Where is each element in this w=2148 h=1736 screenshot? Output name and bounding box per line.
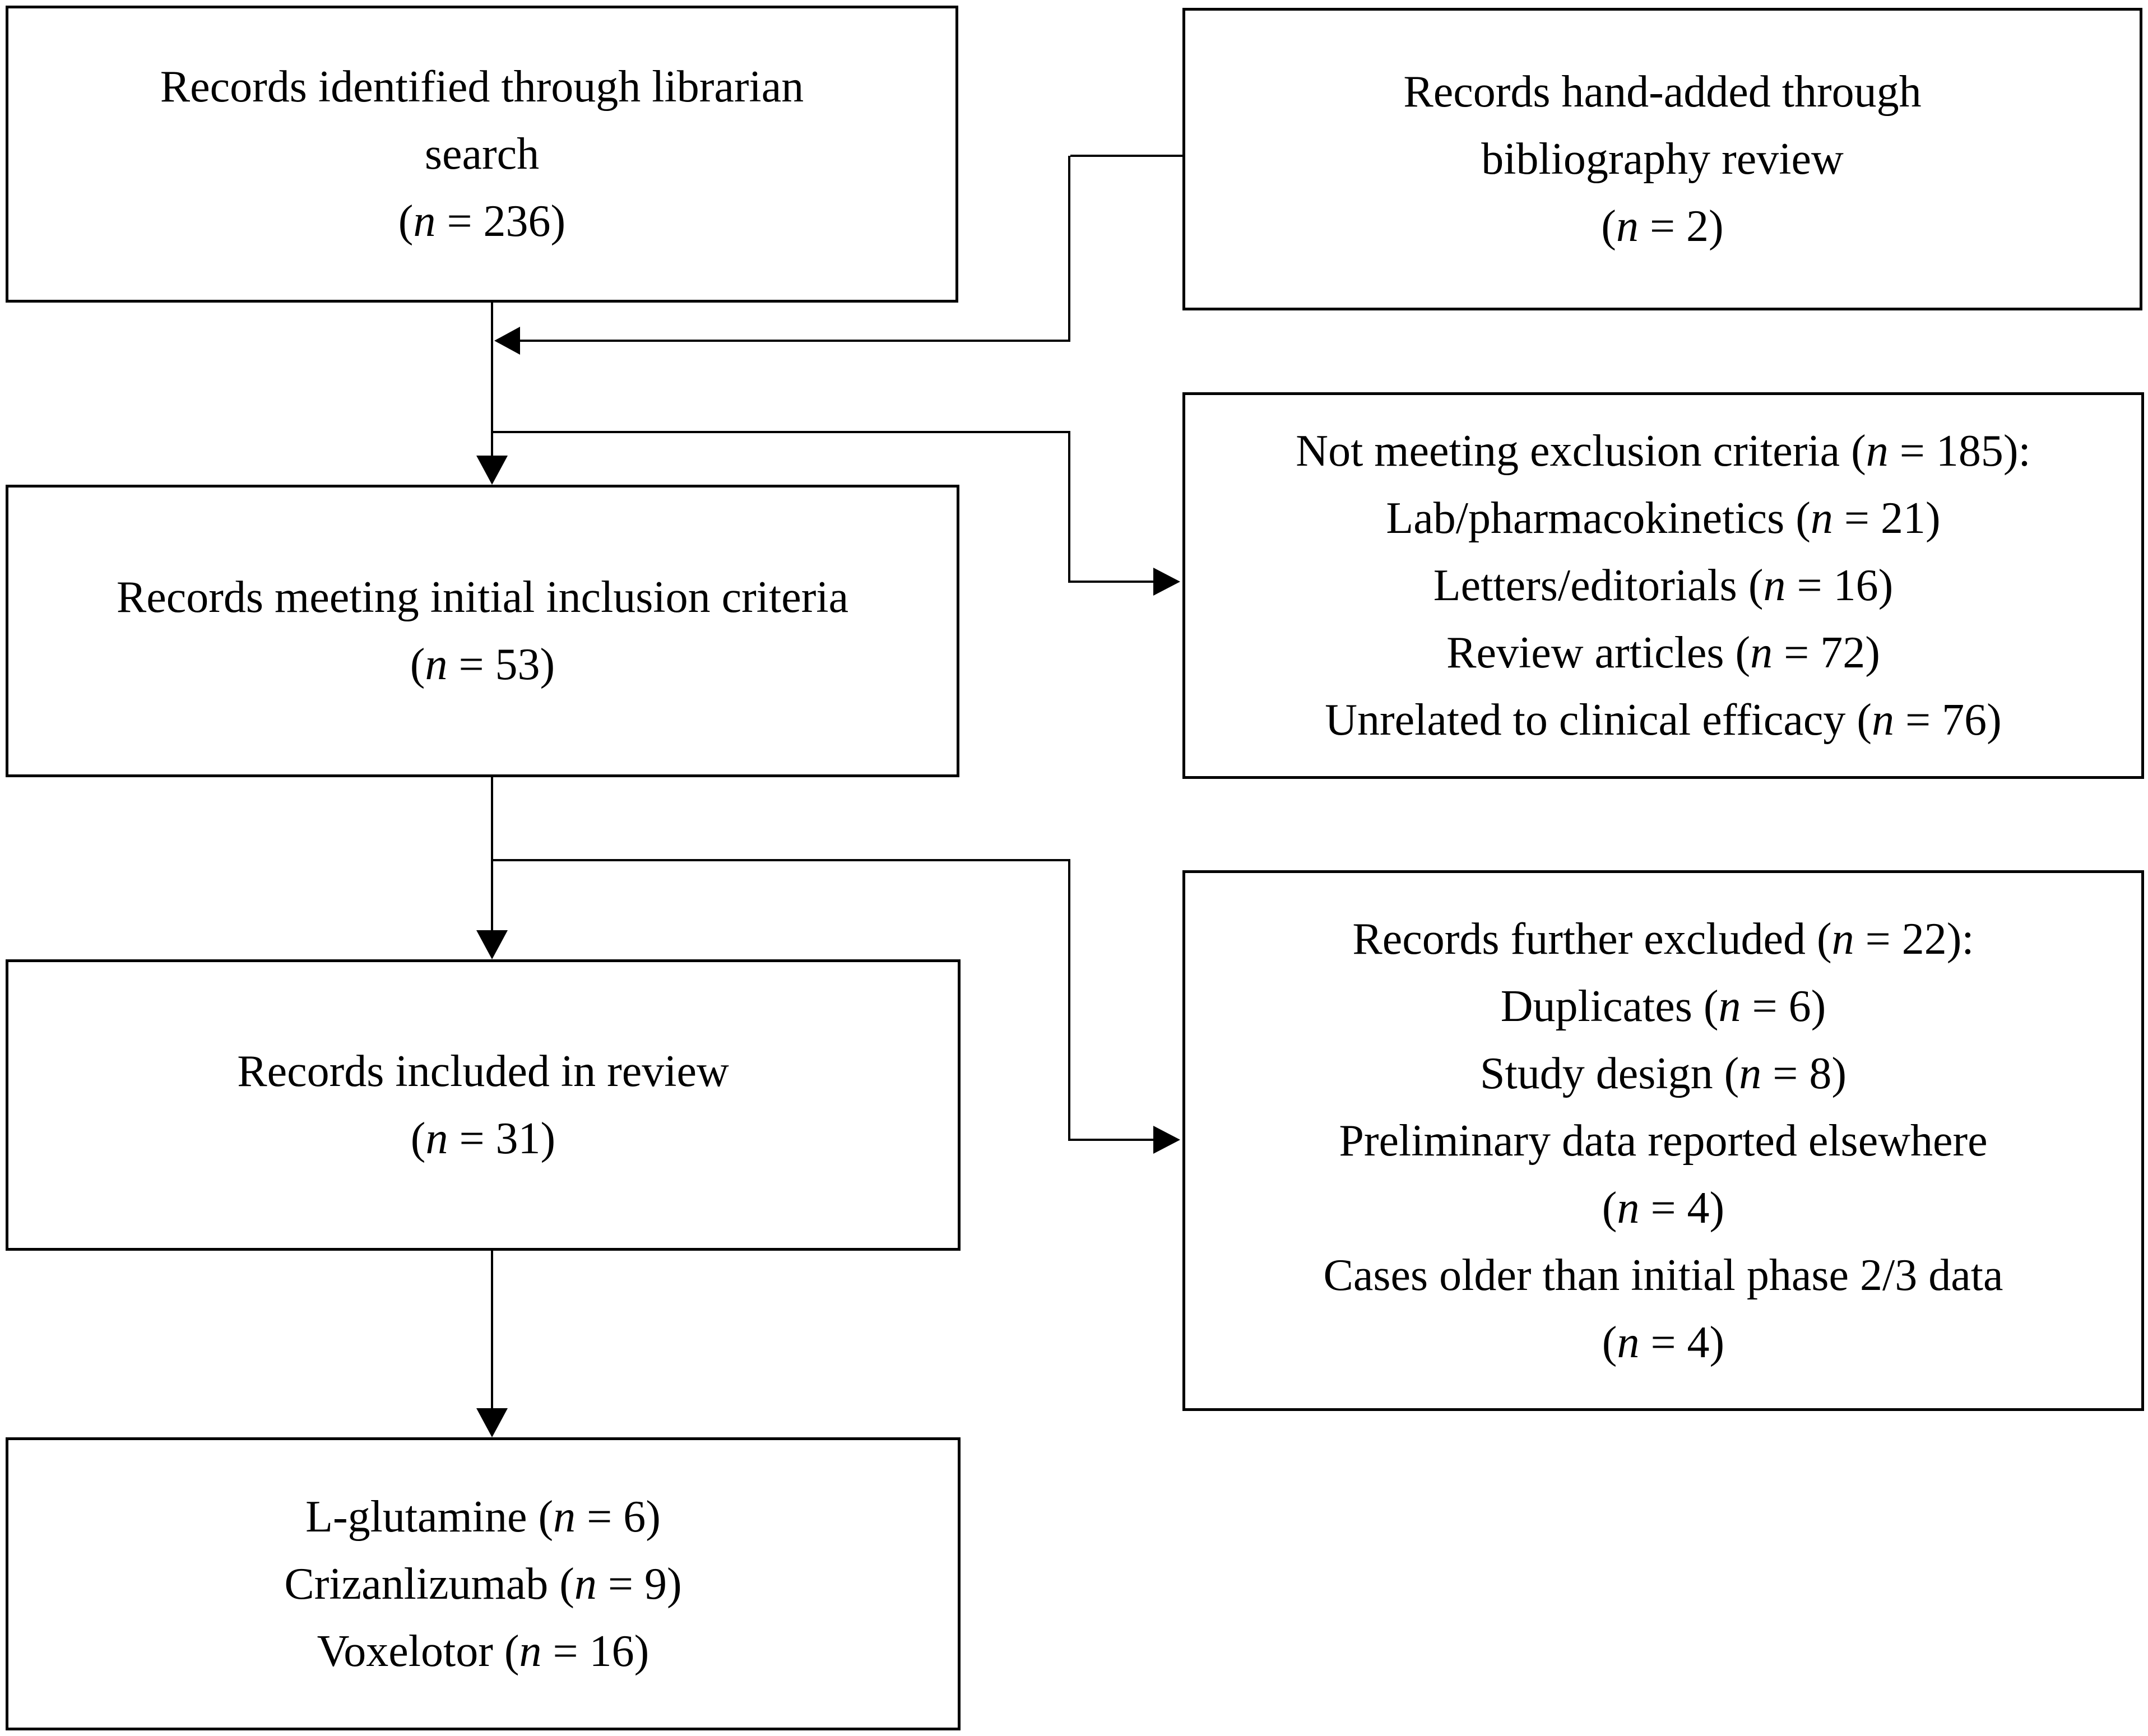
connector-to-further-excluded-vertical [1068, 859, 1070, 1141]
box-text-line: (n = 2) [1601, 202, 1724, 251]
connector-to-further-excluded-horizontal-1 [491, 859, 1069, 861]
box-text-line: (n = 4) [1602, 1183, 1725, 1233]
box-included-in-review: Records included in review (n = 31) [6, 959, 961, 1251]
box-text-line: Study design (n = 8) [1480, 1048, 1847, 1098]
box-text-line: Cases older than initial phase 2/3 data [1323, 1250, 2003, 1300]
arrowhead-into-included-review [476, 930, 508, 959]
box-librarian-search: Records identified through librarian sear… [6, 6, 958, 303]
box-further-excluded: Records further excluded (n = 22): Duplic… [1182, 870, 2144, 1411]
box-text-line: Records included in review [237, 1047, 729, 1096]
box-text-line: Records hand-added through [1403, 67, 1922, 117]
connector-included-to-drugs-vertical [491, 1251, 493, 1408]
connector-bibliography-horizontal [1070, 155, 1182, 157]
box-text-line: (n = 31) [410, 1114, 556, 1163]
connector-to-exclusion-horizontal-1 [491, 431, 1069, 433]
box-text-line: Letters/editorials (n = 16) [1433, 561, 1894, 610]
box-text-line: Voxelotor (n = 16) [317, 1626, 649, 1676]
box-text-line: Preliminary data reported elsewhere [1339, 1116, 1988, 1166]
connector-initial-to-included-vertical [491, 777, 493, 931]
box-text-line: search [424, 129, 540, 179]
box-text-line: Not meeting exclusion criteria (n = 185)… [1296, 426, 2031, 476]
arrowhead-into-final-drugs [476, 1408, 508, 1437]
box-text-line: bibliography review [1481, 134, 1844, 184]
box-final-drugs: L-glutamine (n = 6) Crizanlizumab (n = 9)… [6, 1437, 961, 1730]
box-initial-inclusion: Records meeting initial inclusion criter… [6, 485, 959, 777]
box-text-line: Duplicates (n = 6) [1500, 981, 1826, 1031]
connector-librarian-to-initial-vertical [491, 303, 493, 457]
box-text-line: Records further excluded (n = 22): [1352, 914, 1974, 964]
connector-to-exclusion-vertical [1068, 431, 1070, 583]
box-text-line: L-glutamine (n = 6) [305, 1492, 661, 1542]
box-text-line: Review articles (n = 72) [1446, 628, 1880, 677]
box-text-line: Crizanlizumab (n = 9) [284, 1559, 682, 1609]
arrowhead-bibliography-merge [494, 327, 520, 355]
box-text-line: (n = 53) [410, 640, 555, 689]
connector-to-further-excluded-horizontal-2 [1068, 1139, 1153, 1141]
arrowhead-into-initial-inclusion [476, 456, 508, 485]
box-text-line: Lab/pharmacokinetics (n = 21) [1386, 494, 1941, 543]
box-bibliography-review: Records hand-added through bibliography r… [1182, 8, 2142, 310]
box-text-line: (n = 236) [398, 197, 566, 246]
connector-to-exclusion-horizontal-2 [1068, 581, 1153, 583]
box-text-line: Records identified through librarian [160, 62, 804, 112]
box-text-line: (n = 4) [1602, 1317, 1725, 1367]
connector-bibliography-vertical [1068, 156, 1070, 342]
arrowhead-into-exclusion-criteria [1153, 568, 1180, 596]
box-exclusion-criteria: Not meeting exclusion criteria (n = 185)… [1182, 392, 2144, 779]
arrowhead-into-further-excluded [1153, 1126, 1180, 1154]
box-text-line: Records meeting initial inclusion criter… [116, 573, 849, 622]
connector-bibliography-merge-horizontal [520, 340, 1069, 342]
box-text-line: Unrelated to clinical efficacy (n = 76) [1325, 695, 2002, 745]
